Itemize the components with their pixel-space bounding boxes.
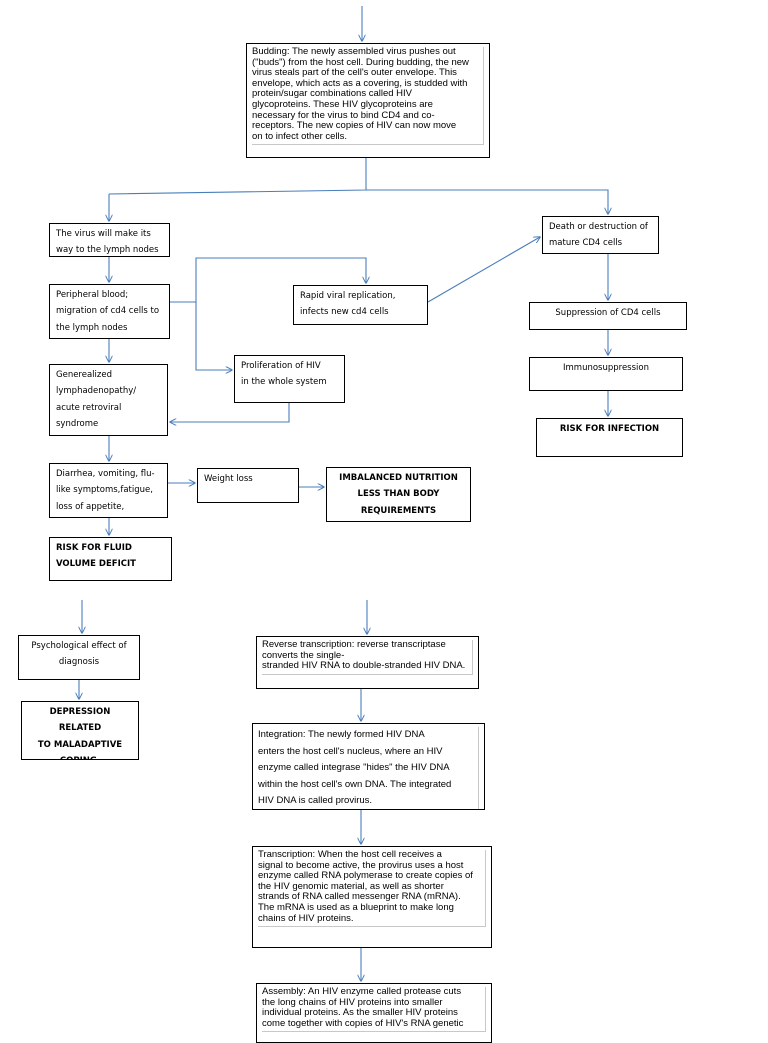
integration-text: Integration: The newly formed HIV DNA en…	[258, 727, 479, 809]
diarrhea-box: Diarrhea, vomiting, flu- like symptoms,f…	[49, 463, 168, 518]
assembly-box: Assembly: An HIV enzyme called protease …	[256, 983, 492, 1043]
depression-box: DEPRESSION RELATED TO MALADAPTIVE COPING…	[21, 701, 139, 760]
lymph-nodes-text: The virus will make its way to the lymph…	[56, 229, 159, 256]
arrow-replication-to-death	[427, 237, 540, 303]
diarrhea-text: Diarrhea, vomiting, flu- like symptoms,f…	[56, 469, 155, 512]
reverse-transcription-text: Reverse transcription: reverse transcrip…	[262, 639, 473, 675]
proliferation-box: Proliferation of HIV in the whole system	[234, 355, 345, 403]
weight-loss-box: Weight loss	[197, 468, 299, 503]
transcription-text: Transcription: When the host cell receiv…	[258, 849, 486, 928]
risk-infection-text: RISK FOR INFECTION	[559, 424, 660, 434]
psychological-box: Psychological effect of diagnosis	[18, 635, 140, 680]
suppression-cd4-text: Suppression of CD4 cells	[555, 308, 661, 318]
suppression-cd4-box: Suppression of CD4 cells	[529, 302, 687, 330]
transcription-box: Transcription: When the host cell receiv…	[252, 846, 492, 948]
risk-fluid-text: RISK FOR FLUID VOLUME DEFICIT	[56, 543, 136, 570]
generalized-text: Generealized lymphadenopathy/ acute retr…	[56, 370, 137, 430]
lymph-nodes-box: The virus will make its way to the lymph…	[49, 223, 170, 257]
line-budding-branch	[108, 158, 367, 195]
arrow-peripheral-to-replication	[170, 257, 366, 303]
rapid-replication-text: Rapid viral replication, infects new cd4…	[300, 291, 396, 318]
immunosuppression-box: Immunosuppression	[529, 357, 683, 391]
integration-box: Integration: The newly formed HIV DNA en…	[252, 723, 485, 810]
proliferation-text: Proliferation of HIV in the whole system	[241, 361, 327, 388]
arrow-proliferation-to-generalized	[170, 403, 290, 422]
imbalanced-nutrition-text: IMBALANCED NUTRITION LESS THAN BODY REQU…	[339, 473, 458, 516]
peripheral-blood-box: Peripheral blood; migration of cd4 cells…	[49, 284, 170, 339]
peripheral-blood-text: Peripheral blood; migration of cd4 cells…	[56, 290, 160, 333]
death-cd4-box: Death or destruction of mature CD4 cells	[542, 216, 659, 254]
risk-infection-box: RISK FOR INFECTION	[536, 418, 683, 457]
imbalanced-nutrition-box: IMBALANCED NUTRITION LESS THAN BODY REQU…	[326, 467, 471, 522]
immunosuppression-text: Immunosuppression	[563, 363, 649, 373]
generalized-box: Generealized lymphadenopathy/ acute retr…	[49, 364, 168, 436]
psychological-text: Psychological effect of diagnosis	[31, 641, 127, 668]
budding-box: Budding: The newly assembled virus pushe…	[246, 43, 490, 158]
weight-loss-text: Weight loss	[204, 474, 253, 484]
reverse-transcription-box: Reverse transcription: reverse transcrip…	[256, 636, 479, 689]
risk-fluid-box: RISK FOR FLUID VOLUME DEFICIT	[49, 537, 172, 581]
arrow-branch-to-death	[366, 189, 608, 214]
rapid-replication-box: Rapid viral replication, infects new cd4…	[293, 285, 428, 325]
death-cd4-text: Death or destruction of mature CD4 cells	[549, 222, 648, 249]
assembly-text: Assembly: An HIV enzyme called protease …	[262, 986, 486, 1033]
depression-text: DEPRESSION RELATED TO MALADAPTIVE COPING…	[37, 707, 123, 759]
arrow-peripheral-to-proliferation	[195, 302, 232, 370]
budding-text: Budding: The newly assembled virus pushe…	[252, 46, 484, 146]
